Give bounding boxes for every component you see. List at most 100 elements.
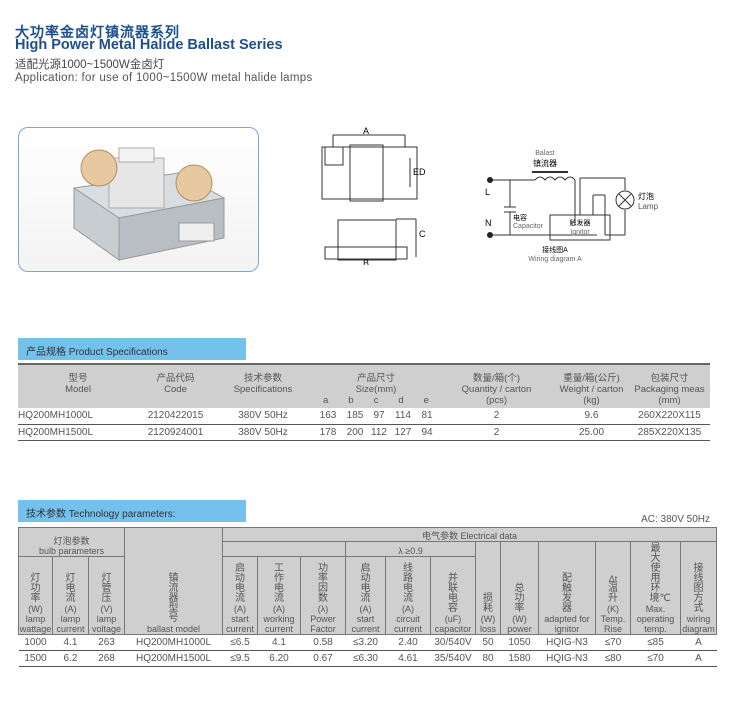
weight-header-cn: 重量/箱(公斤) <box>563 373 620 384</box>
tech-cell: A <box>680 634 717 651</box>
capacitor-label-cn: 电容 <box>513 213 527 222</box>
tech-cell: ≤3.20 <box>345 634 386 651</box>
size-d-header: d <box>398 395 404 406</box>
tech-cell: ≤6.5 <box>222 634 258 651</box>
tech-cell: 1050 <box>500 634 539 651</box>
title-cn: 大功率金卤灯镇流器系列 <box>15 24 180 40</box>
subtitle-cn: 适配光源1000~1500W金卤灯 <box>15 59 165 71</box>
start-current-header-sc-cn: 启动电流 <box>235 563 245 604</box>
tech-cell: 0.58 <box>300 634 346 651</box>
capacitor-header-cap-cn: 并联电容 <box>448 573 458 614</box>
lamp-current-header-a-en: lamp current <box>56 614 85 634</box>
ballast-model-header-m-cn: 镇流器型号 <box>168 573 179 624</box>
tech-cell: 2.40 <box>385 634 431 651</box>
dim-b-label: B <box>363 258 369 265</box>
cell-d: 127 <box>391 424 415 441</box>
size-header-cn: 产品尺寸 <box>356 373 395 384</box>
start-current-2-header-sc2-u: (A) <box>359 604 372 614</box>
qty-header-en: Quantity / carton <box>461 384 532 395</box>
capacitor-header-cap-en: capacitor <box>434 624 472 634</box>
packaging-header-unit: (mm) <box>658 395 681 406</box>
power-factor-header: 功率因数(λ)Power Factor <box>300 556 346 635</box>
model-header-en: Model <box>65 384 91 395</box>
cell-spec: 380V 50Hz <box>213 408 313 425</box>
tech-cell: 6.20 <box>257 650 301 667</box>
tech-cell: 4.1 <box>52 634 89 651</box>
tech-cell: HQ200MH1500L <box>124 650 223 667</box>
cell-pk: 260X220X115 <box>629 408 710 425</box>
temp-rise-header-tr-cn: 温升 <box>608 583 618 604</box>
start-current-header-sc-en: start current <box>225 614 254 634</box>
tech-cell: 30/540V <box>430 634 476 651</box>
ballast-label-cn: 镇流器 <box>533 158 557 168</box>
lamp-label-en: Lamp <box>638 202 659 211</box>
spec-header-cn: 技术参数 <box>243 373 282 384</box>
lamp-voltage-header: 灯管压(V)lamp voltage <box>88 556 125 635</box>
tech-cell: 1500 <box>18 650 53 667</box>
lamp-current-header-a-u: (A) <box>64 604 77 614</box>
size-b-header: b <box>348 395 354 406</box>
tech-cell: ≤80 <box>595 650 631 667</box>
subtitle-en: Application: for use of 1000~1500W metal… <box>15 72 313 84</box>
product-photo <box>18 127 259 272</box>
lambda-header: λ ≥0.9 <box>345 541 476 557</box>
total-power-header-pw-cn: 总功率 <box>514 583 525 614</box>
dim-c-label: C <box>419 229 426 239</box>
lamp-voltage-header-v-en: lamp voltage <box>91 614 122 634</box>
cell-e: 94 <box>415 424 439 441</box>
power-factor-header-pf-u: (λ) <box>317 604 329 614</box>
tech-cell: 35/540V <box>430 650 476 667</box>
capacitor-header: 并联电容(uF)capacitor <box>430 556 476 635</box>
working-current-header-wc-cn: 工作电流 <box>274 563 284 604</box>
tech-cell: 263 <box>88 634 125 651</box>
tech-cell: HQ200MH1000L <box>124 634 223 651</box>
size-header-en: Size(mm) <box>355 384 397 395</box>
title-en: High Power Metal Halide Ballast Series <box>15 37 283 53</box>
lambda-header-lambda: λ ≥0.9 <box>398 546 423 556</box>
dim-a-label: A <box>363 126 369 136</box>
code-header-cn: 产品代码 <box>156 373 195 384</box>
tech-cell: 0.67 <box>300 650 346 667</box>
bulb-params-header-bulb-en: bulb parameters <box>38 546 105 556</box>
loss-header-loss-u: (W) <box>480 614 496 624</box>
qty-header-cn: 数量/箱(个) <box>473 373 520 384</box>
ignitor-header-ig-cn: 配触发器 <box>562 573 572 614</box>
cell-model: HQ200MH1500L <box>18 424 138 441</box>
packaging-header-cn: 包装尺寸 <box>650 373 689 384</box>
product-spec-section-header: 产品规格 Product Specifications <box>18 338 246 360</box>
cell-qty: 2 <box>439 424 554 441</box>
size-e-header: e <box>423 395 429 406</box>
cell-code: 2120422015 <box>138 408 213 425</box>
cell-b: 200 <box>343 424 367 441</box>
lamp-wattage-header-w-cn: 灯功率 <box>30 573 41 604</box>
cell-c: 97 <box>367 408 391 425</box>
tech-cell: 1000 <box>18 634 53 651</box>
start-current-2-header: 启动电流(A)start current <box>345 556 386 635</box>
tech-cell: ≤70 <box>595 634 631 651</box>
cell-code: 2120924001 <box>138 424 213 441</box>
working-current-header-wc-en: working current <box>263 614 295 634</box>
l-terminal-label: L <box>485 187 490 197</box>
tech-cell: 50 <box>475 634 501 651</box>
ignitor-label-en: Ignitor <box>570 229 590 236</box>
wiring-diagram: Balast 镇流器 L N 电容 Capacitor 触发器 Ignitor … <box>485 150 659 263</box>
bulb-params-header-bulb-cn: 灯泡参数 <box>53 536 90 546</box>
cell-pk: 285X220X135 <box>629 424 710 441</box>
working-current-header-wc-u: (A) <box>273 604 285 614</box>
temp-rise-header-tr-u: (K) <box>607 604 619 614</box>
lamp-voltage-header-v-u: (V) <box>100 604 113 614</box>
tech-cell: HQIG-N3 <box>538 650 596 667</box>
cell-spec: 380V 50Hz <box>213 424 313 441</box>
loss-header-loss-en: loss <box>479 624 496 634</box>
tech-cell: 1580 <box>500 650 539 667</box>
